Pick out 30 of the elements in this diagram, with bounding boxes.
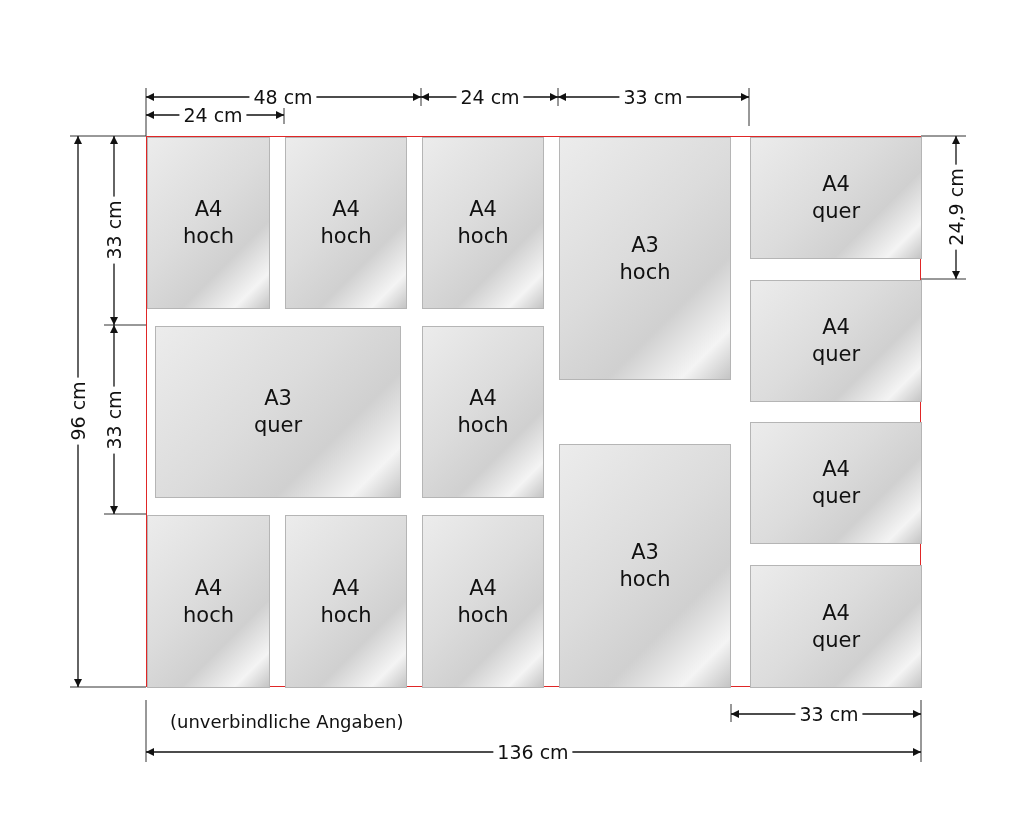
format-label: A4 hoch <box>183 574 234 629</box>
frame-panel <box>750 137 922 259</box>
format-label: A4 hoch <box>457 385 509 439</box>
format-label: A4 quer <box>811 171 861 225</box>
format-label: A4 hoch <box>457 196 509 250</box>
format-label: A4 hoch <box>320 196 372 250</box>
frame-panel <box>559 444 731 688</box>
frame-panel <box>285 515 407 688</box>
frame-panel <box>750 565 922 688</box>
format-label: A4 hoch <box>183 196 234 250</box>
format-label: A3 hoch <box>619 231 671 286</box>
format-label: A3 quer <box>253 385 303 439</box>
frame-panel <box>750 422 922 544</box>
frame-panel <box>422 137 544 309</box>
format-label: A3 hoch <box>619 539 671 593</box>
format-label: A4 quer <box>811 599 861 654</box>
frame-panel <box>559 137 731 380</box>
frame-panel <box>750 280 922 402</box>
format-label: A4 quer <box>811 314 861 368</box>
display-board <box>146 136 921 687</box>
note-text: (unverbindliche Angaben) <box>170 711 404 733</box>
frame-panel <box>155 326 401 498</box>
frame-panel <box>285 137 407 309</box>
format-label: A4 hoch <box>320 574 372 629</box>
frame-panel <box>422 515 544 688</box>
format-label: A4 quer <box>811 456 861 510</box>
frame-panel <box>147 515 270 688</box>
frame-panel <box>422 326 544 498</box>
format-label: A4 hoch <box>457 574 509 629</box>
frame-panel <box>147 137 270 309</box>
